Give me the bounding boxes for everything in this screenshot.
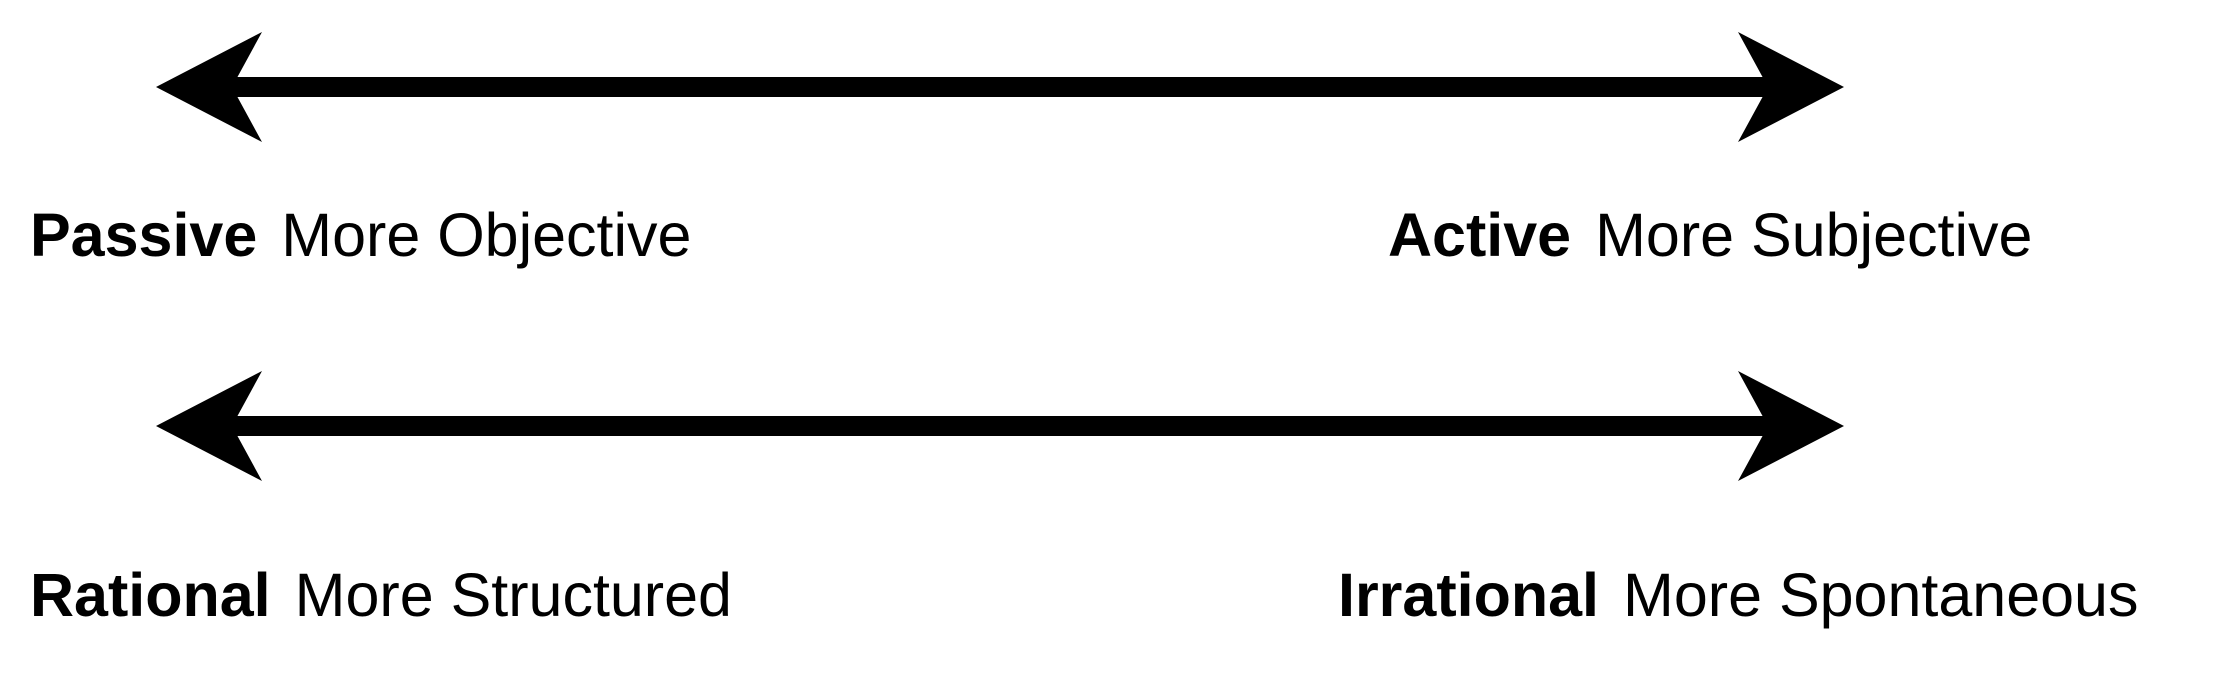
term-passive: Passive — [30, 201, 258, 269]
term-rational: Rational — [30, 561, 271, 629]
term-irrational: Irrational — [1338, 561, 1600, 629]
term-active: Active — [1388, 201, 1572, 269]
double-arrow-icon — [156, 371, 1844, 481]
double-arrow-icon — [156, 32, 1844, 142]
double-headed-arrow-top — [150, 27, 1850, 147]
description-more-subjective: More Subjective — [1595, 201, 2033, 269]
description-more-objective: More Objective — [281, 201, 692, 269]
double-headed-arrow-bottom — [150, 366, 1850, 486]
description-more-spontaneous: More Spontaneous — [1623, 561, 2139, 629]
description-more-structured: More Structured — [294, 561, 732, 629]
